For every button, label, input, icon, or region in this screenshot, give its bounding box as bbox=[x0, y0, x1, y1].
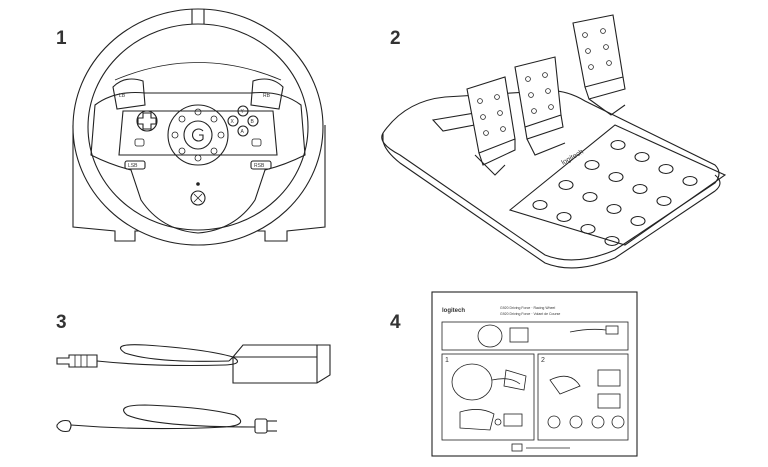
heel-rest-dot bbox=[632, 183, 648, 195]
doc-step-1: 1 bbox=[445, 357, 449, 364]
rsb-label: RSB bbox=[254, 163, 265, 169]
a-button-label: A bbox=[241, 129, 245, 135]
item-number-3: 3 bbox=[56, 312, 67, 333]
power-adapter-illustration bbox=[56, 344, 331, 434]
heel-rest-dot bbox=[656, 195, 672, 207]
documentation-illustration: logitech G920 Driving Force · Racing Whe… bbox=[431, 291, 638, 457]
heel-rest-dot bbox=[582, 191, 598, 203]
item-number-1: 1 bbox=[56, 28, 67, 49]
doc-title-line1: G920 Driving Force · Racing Wheel bbox=[500, 306, 555, 310]
item-number-4: 4 bbox=[390, 312, 401, 333]
racing-wheel-illustration: LB RB Y X B A LSB RSB bbox=[72, 8, 326, 246]
pedals-illustration: logitech bbox=[381, 14, 727, 269]
heel-rest-dot bbox=[532, 199, 548, 211]
heel-rest-dot bbox=[558, 179, 574, 191]
item-number-2: 2 bbox=[390, 28, 401, 49]
y-button-label: Y bbox=[241, 109, 245, 115]
doc-title-line2: G920 Driving Force · Volant de Course bbox=[500, 312, 560, 316]
heel-rest-dot bbox=[610, 139, 626, 151]
heel-rest-dot bbox=[630, 215, 646, 227]
heel-rest-dot bbox=[580, 223, 596, 235]
heel-rest-dot bbox=[584, 159, 600, 171]
heel-rest-dot bbox=[682, 175, 698, 187]
x-button-label: X bbox=[231, 119, 235, 125]
rb-label: RB bbox=[263, 93, 271, 99]
heel-rest-dot bbox=[606, 203, 622, 215]
lsb-label: LSB bbox=[128, 163, 138, 169]
heel-rest-dot bbox=[608, 171, 624, 183]
heel-rest-dot bbox=[556, 211, 572, 223]
pedal-brand-logo: logitech bbox=[561, 149, 585, 167]
b-button-label: B bbox=[251, 119, 255, 125]
heel-rest-dot bbox=[658, 163, 674, 175]
heel-rest-dot bbox=[604, 235, 620, 247]
doc-step-2: 2 bbox=[541, 357, 545, 364]
lb-label: LB bbox=[119, 93, 126, 99]
doc-brand-logo: logitech bbox=[442, 308, 465, 314]
heel-rest-dot bbox=[634, 151, 650, 163]
